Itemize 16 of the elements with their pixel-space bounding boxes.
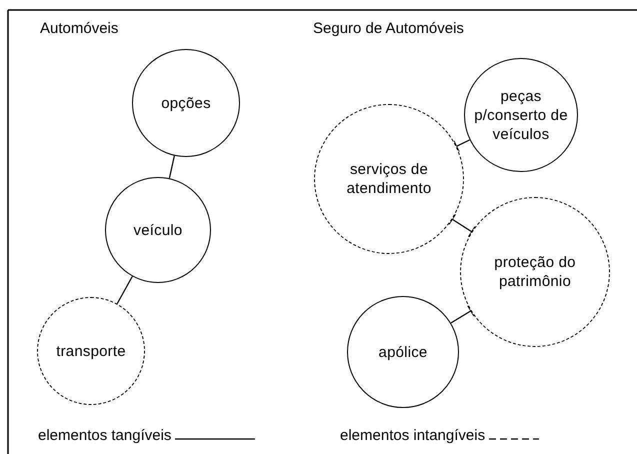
connector-line	[116, 276, 133, 304]
connector-line-with-bar	[453, 139, 470, 152]
concept-label: opções	[161, 94, 211, 112]
connector-line-with-bar	[450, 305, 475, 324]
legend-label: elementos intangíveis	[340, 427, 486, 444]
concept-label: transporte	[56, 342, 126, 360]
legend-label: elementos tangíveis	[38, 427, 172, 444]
section-heading: Automóveis	[40, 20, 118, 37]
connector-line-with-bar	[448, 214, 476, 238]
section-heading: Seguro de Automóveis	[313, 20, 464, 37]
concept-label: proteção do patrimônio	[493, 253, 577, 291]
concept-label: serviços de atendimento	[346, 160, 432, 198]
concept-label: apólice	[378, 342, 428, 362]
concept-label: peças p/conserto de veículos	[473, 86, 569, 144]
connector-line	[168, 156, 175, 178]
concept-label: veículo	[134, 220, 182, 240]
